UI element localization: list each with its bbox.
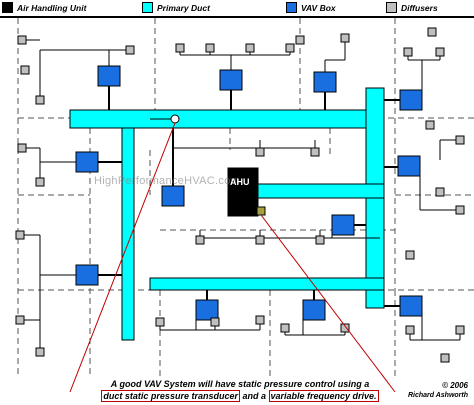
copyright: © 2006 (442, 381, 468, 390)
vav-box (75, 264, 99, 286)
diffuser (20, 65, 30, 75)
diffuser (255, 315, 265, 325)
diffuser (405, 250, 415, 260)
legend-vav: VAV Box (286, 2, 336, 13)
vav-box (399, 295, 423, 317)
caption-connector: and a (239, 391, 269, 401)
caption-transducer: duct static pressure transducer (101, 390, 240, 402)
diffuser (455, 325, 465, 335)
diffuser (315, 235, 325, 245)
diffuser (455, 205, 465, 215)
legend-diffuser-swatch (386, 2, 397, 13)
primary-duct (149, 277, 385, 291)
diffuser (425, 120, 435, 130)
diffuser (125, 45, 135, 55)
vav-box (399, 89, 423, 111)
pointer-to-vfd (260, 214, 396, 393)
diffuser (403, 47, 413, 57)
legend: Air Handling Unit Primary Duct VAV Box D… (0, 0, 474, 18)
watermark: HighPerformanceHVAC.com (94, 175, 241, 187)
ahu-unit (227, 167, 259, 217)
diffuser (435, 187, 445, 197)
primary-duct (69, 109, 381, 129)
variable-frequency-drive (256, 206, 266, 216)
diffuser (285, 43, 295, 53)
legend-vav-swatch (286, 2, 297, 13)
diffuser (15, 230, 25, 240)
diffuser (427, 27, 437, 37)
diffuser (195, 235, 205, 245)
vav-box (313, 71, 337, 93)
diffuser (255, 147, 265, 157)
caption-line-1: A good VAV System will have static press… (110, 379, 370, 389)
diffuser (435, 47, 445, 57)
diffuser (35, 177, 45, 187)
legend-ahu-label: Air Handling Unit (17, 2, 87, 13)
primary-duct (121, 127, 135, 341)
caption-vfd: variable frequency drive. (268, 390, 379, 402)
ahu-label: AHU (230, 177, 250, 187)
static-pressure-transducer (170, 114, 180, 124)
legend-duct-label: Primary Duct (157, 2, 210, 13)
legend-vav-label: VAV Box (301, 2, 336, 13)
legend-duct: Primary Duct (142, 2, 210, 13)
diffuser (17, 143, 27, 153)
legend-ahu-swatch (2, 2, 13, 13)
diffuser (255, 235, 265, 245)
pointer-to-transducer (69, 122, 176, 393)
diffuser (245, 43, 255, 53)
vav-box (302, 299, 326, 321)
diffuser (155, 317, 165, 327)
author: Richard Ashworth (407, 392, 468, 399)
vav-box (75, 151, 99, 173)
diffuser (340, 323, 350, 333)
vav-box (195, 299, 219, 321)
vav-box (331, 214, 355, 236)
vav-box (161, 185, 185, 207)
diffuser (35, 95, 45, 105)
credit: © 2006 Richard Ashworth (408, 381, 468, 401)
diffuser (310, 147, 320, 157)
diffuser (35, 347, 45, 357)
legend-diffusers-label: Diffusers (401, 2, 438, 13)
diffuser (205, 43, 215, 53)
legend-ahu: Air Handling Unit (2, 2, 86, 13)
diffuser (15, 315, 25, 325)
vav-box (397, 155, 421, 177)
diffuser (405, 325, 415, 335)
diffuser (280, 323, 290, 333)
primary-duct (248, 183, 385, 199)
legend-duct-swatch (142, 2, 153, 13)
diffuser (210, 317, 220, 327)
vav-box (97, 65, 121, 87)
diffuser (455, 135, 465, 145)
diffuser (340, 33, 350, 43)
diffuser (175, 43, 185, 53)
vav-box (219, 69, 243, 91)
caption: A good VAV System will have static press… (70, 378, 410, 402)
diffuser (17, 35, 27, 45)
legend-diffusers: Diffusers (386, 2, 438, 13)
diffuser (440, 353, 450, 363)
diffuser (295, 35, 305, 45)
